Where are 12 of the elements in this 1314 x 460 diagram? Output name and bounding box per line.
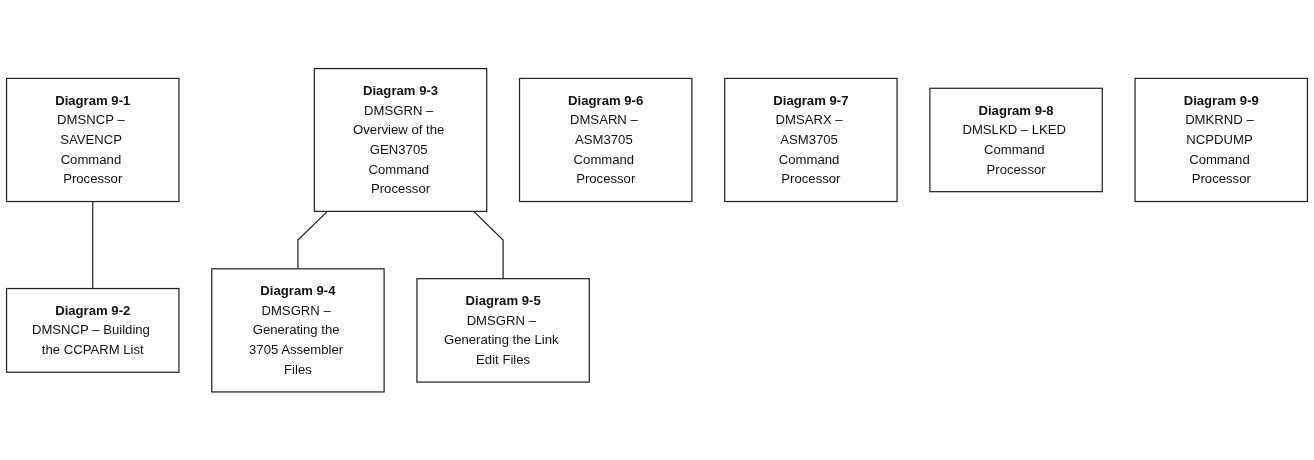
- node-box: Diagram 9-5 DMSGRN – Generating the Link Edit Files: [416, 277, 590, 383]
- node-box: Diagram 9-8 DMSLKD – LKED Command Processor: [929, 87, 1103, 193]
- node-box: Diagram 9-1 DMSNCP – SAVENCP Command Processor: [5, 77, 180, 202]
- node-box: Diagram 9-7 DMSARX – ASM3705 Command Processor: [724, 77, 898, 202]
- node-box: Diagram 9-2 DMSNCP – Building the CCPARM List: [5, 287, 180, 373]
- connector: [297, 210, 328, 270]
- node-box: Diagram 9-9 DMKRND – NCPDUMP Command Processor: [1134, 77, 1309, 202]
- node-box: Diagram 9-4 DMSGRN – Generating the 3705 Assembler Files: [211, 267, 385, 393]
- connector: [92, 200, 94, 289]
- connector: [473, 210, 504, 280]
- node-box: Diagram 9-3 DMSGRN – Overview of the GEN3705 Command Processor: [313, 67, 488, 212]
- node-box: Diagram 9-6 DMSARN – ASM3705 Command Processor: [518, 77, 693, 202]
